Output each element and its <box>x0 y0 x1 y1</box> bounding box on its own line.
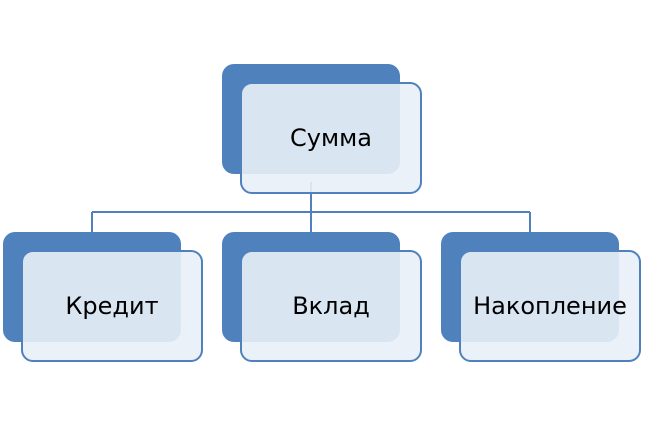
node-deposit-box: Вклад <box>240 250 422 362</box>
node-credit-box: Кредит <box>21 250 203 362</box>
node-savings-label: Накопление <box>473 292 627 320</box>
node-root-label: Сумма <box>290 124 372 152</box>
node-credit-label: Кредит <box>65 292 159 320</box>
node-savings-box: Накопление <box>459 250 641 362</box>
node-root-box: Сумма <box>240 82 422 194</box>
node-deposit-label: Вклад <box>292 292 370 320</box>
